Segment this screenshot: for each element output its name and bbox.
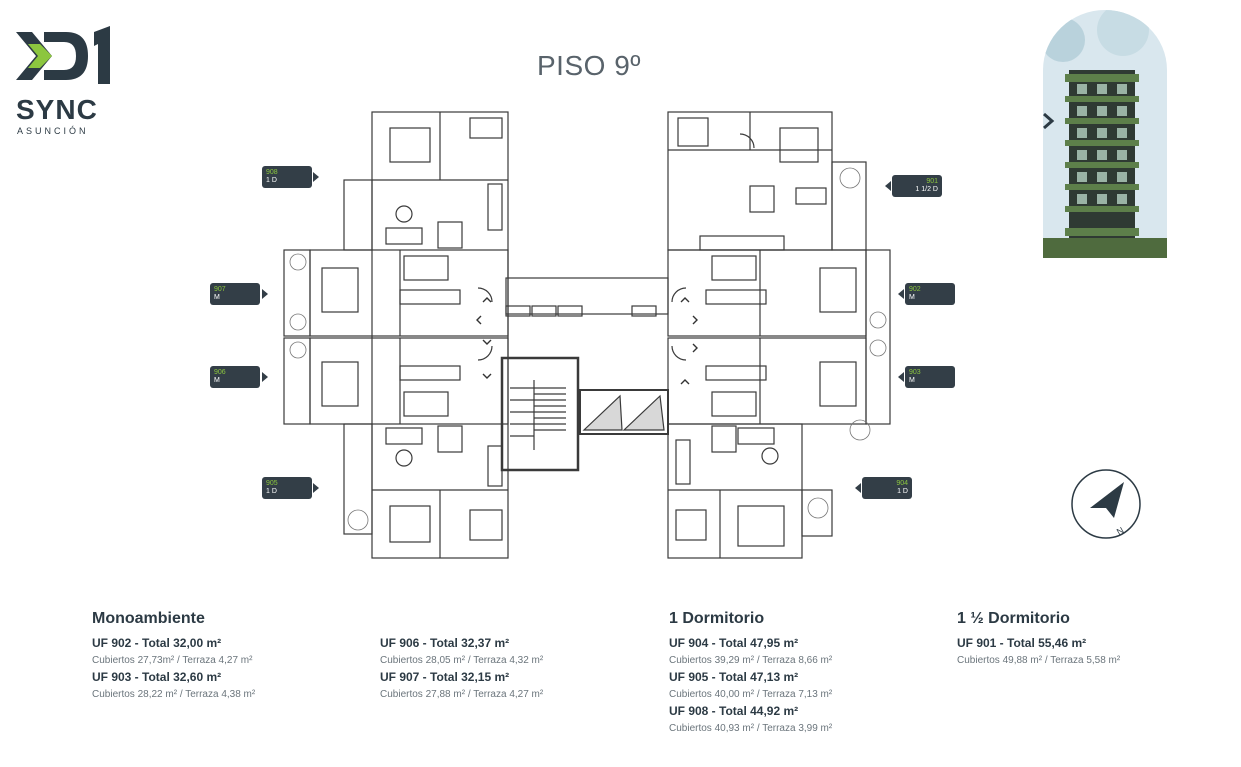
unit-905-detail: Cubiertos 40,00 m² / Terraza 7,13 m² [669, 689, 833, 700]
unit-904-detail: Cubiertos 39,29 m² / Terraza 8,66 m² [669, 655, 833, 666]
brand-logo-icon [16, 26, 110, 84]
unit-903-total: UF 903 - Total 32,60 m² [92, 670, 222, 684]
unit-905-total: UF 905 - Total 47,13 m² [669, 670, 799, 684]
section-heading-monoambiente: Monoambiente [92, 610, 205, 627]
unit-tag-901-arrow-icon [885, 181, 891, 191]
unit-907-detail: Cubiertos 27,88 m² / Terraza 4,27 m² [380, 689, 544, 700]
current-floor-pointer-icon [1043, 112, 1055, 130]
unit-901-total: UF 901 - Total 55,46 m² [957, 636, 1087, 650]
page-title: PISO 9º [537, 50, 641, 81]
unit-902-detail: Cubiertos 27,73m² / Terraza 4,27 m² [92, 655, 253, 666]
unit-902-total: UF 902 - Total 32,00 m² [92, 636, 222, 650]
unit-tag-903-arrow-icon [898, 372, 904, 382]
unit-906-total: UF 906 - Total 32,37 m² [380, 636, 510, 650]
unit-908-total: UF 908 - Total 44,92 m² [669, 704, 799, 718]
unit-906-detail: Cubiertos 28,05 m² / Terraza 4,32 m² [380, 655, 544, 666]
unit-901-detail: Cubiertos 49,88 m² / Terraza 5,58 m² [957, 655, 1121, 666]
unit-tag-904-arrow-icon [855, 483, 861, 493]
building-render-image [1043, 10, 1167, 258]
unit-907-total: UF 907 - Total 32,15 m² [380, 670, 510, 684]
north-compass-icon [1071, 469, 1141, 539]
section-heading-1-dormitorio: 1 Dormitorio [669, 610, 765, 627]
unit-tag-902-arrow-icon [898, 289, 904, 299]
unit-904-total: UF 904 - Total 47,95 m² [669, 636, 799, 650]
unit-tag-908-arrow-icon [313, 172, 319, 182]
unit-908-detail: Cubiertos 40,93 m² / Terraza 3,99 m² [669, 723, 833, 734]
section-heading-1-half-dormitorio: 1 ½ Dormitorio [957, 610, 1070, 627]
unit-tag-906-arrow-icon [262, 372, 268, 382]
unit-903-detail: Cubiertos 28,22 m² / Terraza 4,38 m² [92, 689, 256, 700]
unit-tag-907-arrow-icon [262, 289, 268, 299]
brand-subtitle: ASUNCIÓN [17, 126, 89, 136]
unit-tag-905-arrow-icon [313, 483, 319, 493]
brand-name: SYNC [16, 94, 98, 125]
